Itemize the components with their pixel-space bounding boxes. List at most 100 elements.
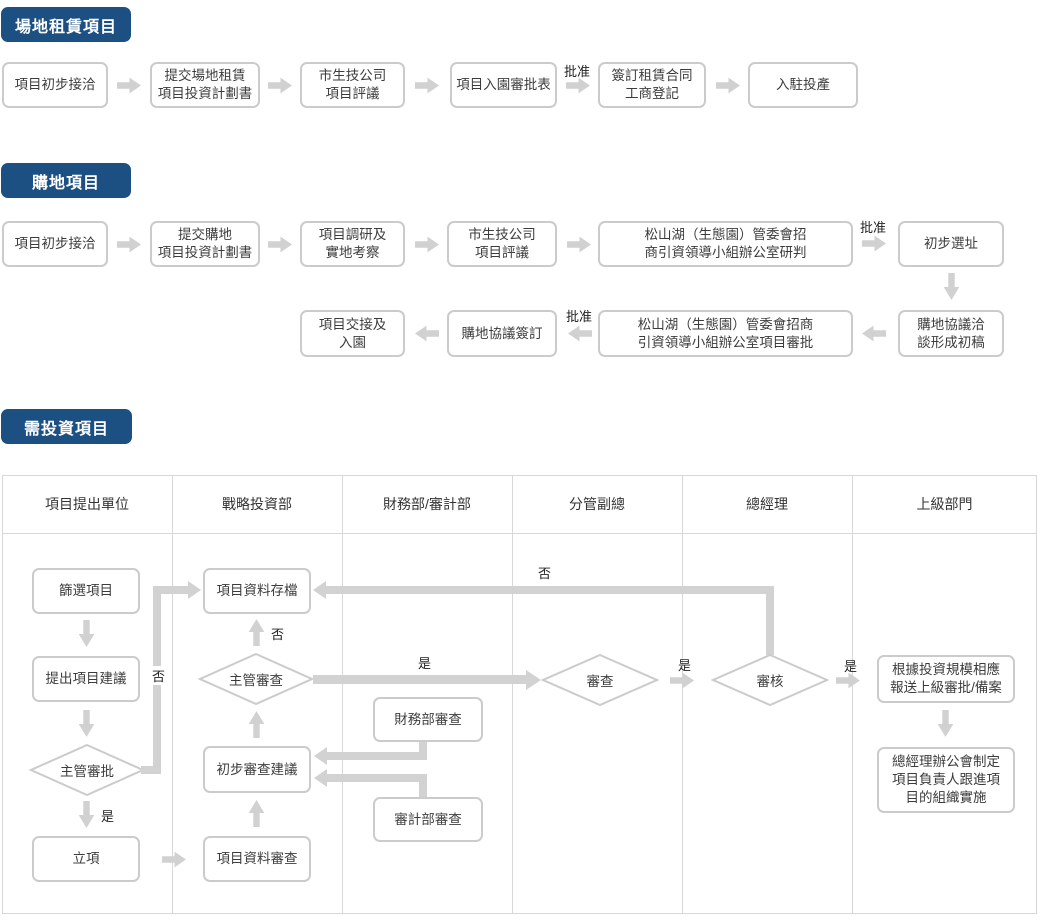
box-label: 項目資料審查 — [216, 851, 298, 866]
arrow-left-icon — [862, 325, 886, 342]
decision-supervisor-review: 主管審查 — [198, 653, 314, 705]
diamond-shape — [29, 744, 145, 796]
flow-box-data-review: 項目資料審查 — [203, 836, 311, 882]
label-approve: 批准 — [564, 64, 591, 79]
decision-supervisor-approval: 主管審批 — [29, 744, 145, 796]
header-label: 總經理 — [746, 496, 788, 512]
connector-bar — [313, 675, 526, 684]
box-label: 項目初步接洽 — [14, 77, 96, 92]
flow-box-submit-purchase-plan: 提交購地 項目投資計劃書 — [150, 221, 260, 267]
table-border-right — [1036, 475, 1037, 913]
diamond-shape — [198, 653, 314, 705]
connector-arrowhead-right — [526, 670, 541, 690]
box-label: 松山湖（生態園）管委會招商 引資領導小組辦公室項目審批 — [637, 316, 814, 350]
connector-arrowhead-left — [314, 769, 327, 787]
flow-box-move-in: 入駐投產 — [748, 62, 858, 108]
arrow-down-icon — [78, 801, 95, 828]
arrow-right-icon — [117, 77, 141, 94]
column-header-superior-dept: 上級部門 — [852, 475, 1037, 533]
arrow-up-icon — [248, 800, 265, 827]
connector-bar — [419, 774, 427, 797]
flow-box-submit-rental-plan: 提交場地租賃 項目投資計劃書 — [150, 62, 260, 108]
flow-box-preliminary-suggestion: 初步審查建議 — [203, 746, 311, 793]
table-border-top — [2, 475, 1037, 476]
arrow-down-icon — [943, 273, 960, 300]
flow-box-biotech-review-2: 市生技公司 項目評議 — [447, 221, 557, 267]
box-label: 立項 — [72, 851, 100, 866]
column-header-proposing-unit: 項目提出單位 — [2, 475, 172, 533]
label-no: 否 — [150, 666, 168, 685]
box-label: 市生技公司 項目評議 — [318, 68, 387, 101]
arrow-right-icon — [567, 236, 591, 253]
flow-box-park-entry-form: 項目入園審批表 — [450, 62, 557, 108]
header-label: 財務部/審計部 — [383, 496, 471, 512]
column-header-finance-audit: 財務部/審計部 — [342, 475, 512, 533]
connector-bar — [327, 752, 427, 760]
arrow-right-icon — [268, 77, 292, 94]
box-label: 入駐投產 — [776, 77, 830, 92]
connector-arrowhead-right — [188, 581, 201, 599]
arrow-down-icon — [937, 710, 954, 737]
arrow-right-icon — [268, 236, 292, 253]
column-divider — [852, 475, 853, 913]
box-label: 簽訂租賃合同 工商登記 — [611, 68, 693, 101]
flow-box-draft-agreement: 購地協議洽 談形成初稿 — [898, 310, 1004, 357]
box-label: 根據投資規模相應 報送上級審批/備案 — [890, 662, 1002, 695]
label-yes: 是 — [101, 809, 115, 824]
flow-box-propose-project: 提出項目建議 — [32, 656, 140, 702]
flow-box-audit-review: 審計部審查 — [373, 797, 483, 842]
decision-label: 主管審查 — [229, 673, 283, 688]
box-label: 項目初步接洽 — [14, 236, 96, 251]
arrow-right-icon — [162, 851, 186, 868]
connector-bar — [326, 586, 774, 594]
flow-box-initial-contact-1: 項目初步接洽 — [2, 62, 108, 108]
header-label: 分管副總 — [569, 496, 625, 512]
section-badge-investment: 需投資項目 — [1, 409, 132, 444]
arrow-left-icon — [568, 325, 592, 342]
arrow-right-icon — [117, 236, 141, 253]
label-no: 否 — [538, 566, 552, 581]
column-header-deputy-gm: 分管副總 — [512, 475, 682, 533]
flow-box-establish-project: 立項 — [32, 836, 140, 882]
table-border-bottom — [2, 913, 1037, 914]
box-label: 市生技公司 項目評議 — [468, 227, 536, 260]
flow-box-finance-review: 財務部審查 — [373, 697, 483, 742]
diamond-shape — [711, 654, 829, 706]
connector-bar — [419, 742, 427, 760]
column-header-strategic-investment: 戰略投資部 — [172, 475, 342, 533]
column-divider — [682, 475, 683, 913]
connector-arrowhead-left — [313, 581, 326, 599]
label-yes: 是 — [678, 658, 692, 673]
arrow-right-icon — [415, 236, 439, 253]
box-label: 總經理辦公會制定 項目負責人跟進項 目的組織實施 — [892, 754, 1000, 805]
table-header-separator — [2, 533, 1037, 534]
box-label: 初步審查建議 — [216, 761, 298, 777]
arrow-up-icon — [248, 711, 265, 738]
connector-bar — [161, 586, 188, 594]
diamond-shape — [541, 654, 659, 706]
arrow-right-icon — [415, 77, 439, 94]
flow-box-committee-approval: 松山湖（生態園）管委會招商 引資領導小組辦公室項目審批 — [598, 310, 853, 357]
box-label: 項目調研及 實地考察 — [318, 227, 387, 260]
flow-box-sign-purchase: 購地協議簽訂 — [447, 310, 557, 357]
box-label: 初步選址 — [924, 236, 978, 251]
box-label: 提出項目建議 — [45, 671, 127, 686]
label-yes: 是 — [844, 659, 858, 674]
decision-vp-review: 審查 — [541, 654, 659, 706]
flow-box-initial-contact-2: 項目初步接洽 — [2, 221, 108, 267]
section-badge-site-rental: 場地租賃項目 — [1, 7, 131, 42]
flow-box-biotech-review-1: 市生技公司 項目評議 — [300, 62, 405, 108]
label-yes: 是 — [418, 656, 432, 671]
flow-box-sign-lease: 簽訂租賃合同 工商登記 — [598, 62, 706, 108]
flow-box-screen-projects: 篩選項目 — [32, 568, 140, 614]
badge-label: 需投資項目 — [23, 420, 109, 438]
badge-label: 購地項目 — [31, 174, 100, 192]
decision-label: 審查 — [586, 674, 614, 689]
flow-box-preliminary-site: 初步選址 — [898, 221, 1004, 267]
section-badge-land-purchase: 購地項目 — [1, 163, 131, 198]
box-label: 項目入園審批表 — [456, 77, 551, 92]
arrow-right-icon — [716, 77, 740, 94]
box-label: 購地協議簽訂 — [461, 325, 543, 341]
connector-bar — [141, 766, 156, 774]
